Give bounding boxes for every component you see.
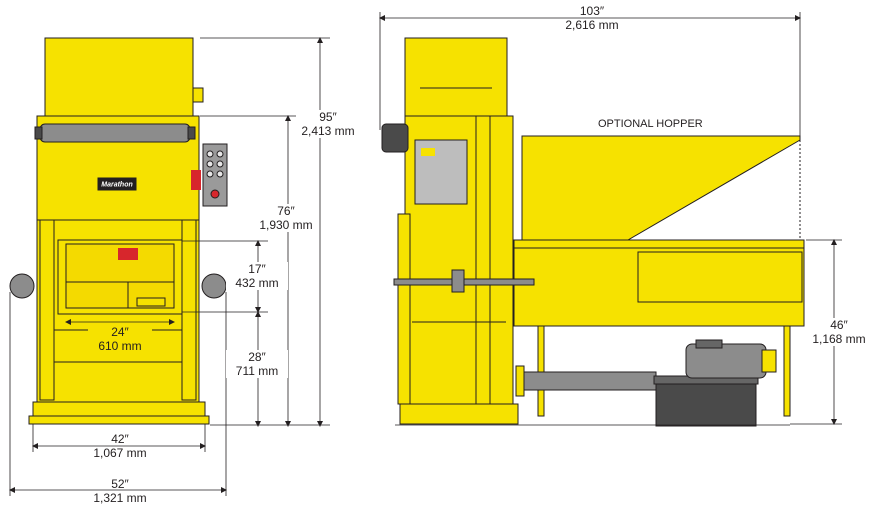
pump-motor-fan	[761, 349, 777, 373]
side-view	[381, 37, 805, 427]
front-roller-cap-left	[34, 126, 43, 140]
conveyor-leg-left	[537, 325, 545, 417]
dim-label-body-height: 76″ 1,930 mm	[254, 204, 318, 232]
oil-tank	[655, 379, 757, 427]
side-upper-motor	[381, 123, 409, 153]
dim-label-body-width: 42″ 1,067 mm	[86, 432, 154, 460]
dim-imperial: 46″	[830, 318, 848, 332]
dim-label-opening-height: 17″ 432 mm	[226, 262, 288, 290]
dim-imperial: 52″	[111, 477, 129, 491]
dim-metric: 1,168 mm	[812, 332, 866, 346]
dim-imperial: 95″	[319, 110, 337, 124]
door-handle	[136, 297, 166, 307]
optional-hopper	[521, 135, 801, 241]
dim-label-overall-width: 52″ 1,321 mm	[86, 477, 154, 505]
pump-motor	[685, 343, 767, 379]
control-button	[216, 160, 224, 168]
dim-imperial: 24″	[111, 325, 129, 339]
control-button	[216, 170, 224, 178]
front-view: Marathon	[9, 37, 228, 425]
dim-metric: 711 mm	[235, 364, 279, 378]
dim-imperial: 28″	[248, 350, 266, 364]
side-base	[399, 403, 519, 425]
dim-imperial: 76″	[277, 204, 295, 218]
dim-label-overall-length: 103″ 2,616 mm	[556, 4, 628, 32]
emergency-stop-button	[210, 189, 220, 199]
control-button	[206, 170, 214, 178]
front-right-frame	[181, 219, 197, 401]
dim-metric: 610 mm	[98, 339, 142, 353]
dim-metric: 1,067 mm	[93, 446, 147, 460]
door-warning-label	[118, 248, 138, 260]
front-right-wheel	[201, 273, 227, 299]
dim-label-overall-height: 95″ 2,413 mm	[296, 110, 360, 138]
side-axle-hub	[451, 269, 465, 293]
hydraulic-pipe	[515, 371, 657, 391]
front-roller	[39, 123, 191, 143]
dim-metric: 1,321 mm	[93, 491, 147, 505]
conveyor-leg-right	[783, 325, 791, 417]
dim-imperial: 17″	[248, 262, 266, 276]
conveyor-panel	[637, 251, 803, 303]
warning-label	[191, 170, 201, 190]
hydraulic-pipe-end	[515, 365, 525, 397]
dim-label-opening-width: 24″ 610 mm	[88, 325, 152, 353]
front-top-chute	[44, 37, 194, 117]
brand-logo: Marathon	[101, 182, 133, 189]
dim-label-hopper-height: 46″ 1,168 mm	[806, 318, 872, 346]
dim-metric: 432 mm	[235, 276, 279, 290]
control-button	[206, 160, 214, 168]
front-view-dimensions	[9, 37, 330, 496]
dim-metric: 2,413 mm	[301, 124, 355, 138]
control-button	[216, 150, 224, 158]
front-roller-cap-right	[187, 126, 196, 140]
optional-hopper-label: OPTIONAL HOPPER	[598, 118, 703, 130]
side-top-chute	[404, 37, 508, 117]
side-front-panel	[397, 213, 411, 405]
electrical-box-label	[421, 148, 435, 156]
pump-motor-cap	[695, 339, 723, 349]
dim-imperial: 103″	[579, 4, 605, 18]
dim-metric: 1,930 mm	[259, 218, 313, 232]
dim-label-load-height: 28″ 711 mm	[226, 350, 288, 378]
brand-plate	[97, 177, 137, 191]
control-button	[206, 150, 214, 158]
dim-metric: 2,616 mm	[565, 18, 619, 32]
front-left-wheel	[9, 273, 35, 299]
front-left-frame	[39, 219, 55, 401]
dim-imperial: 42″	[111, 432, 129, 446]
front-skid	[28, 415, 210, 425]
front-side-knob	[192, 87, 204, 103]
